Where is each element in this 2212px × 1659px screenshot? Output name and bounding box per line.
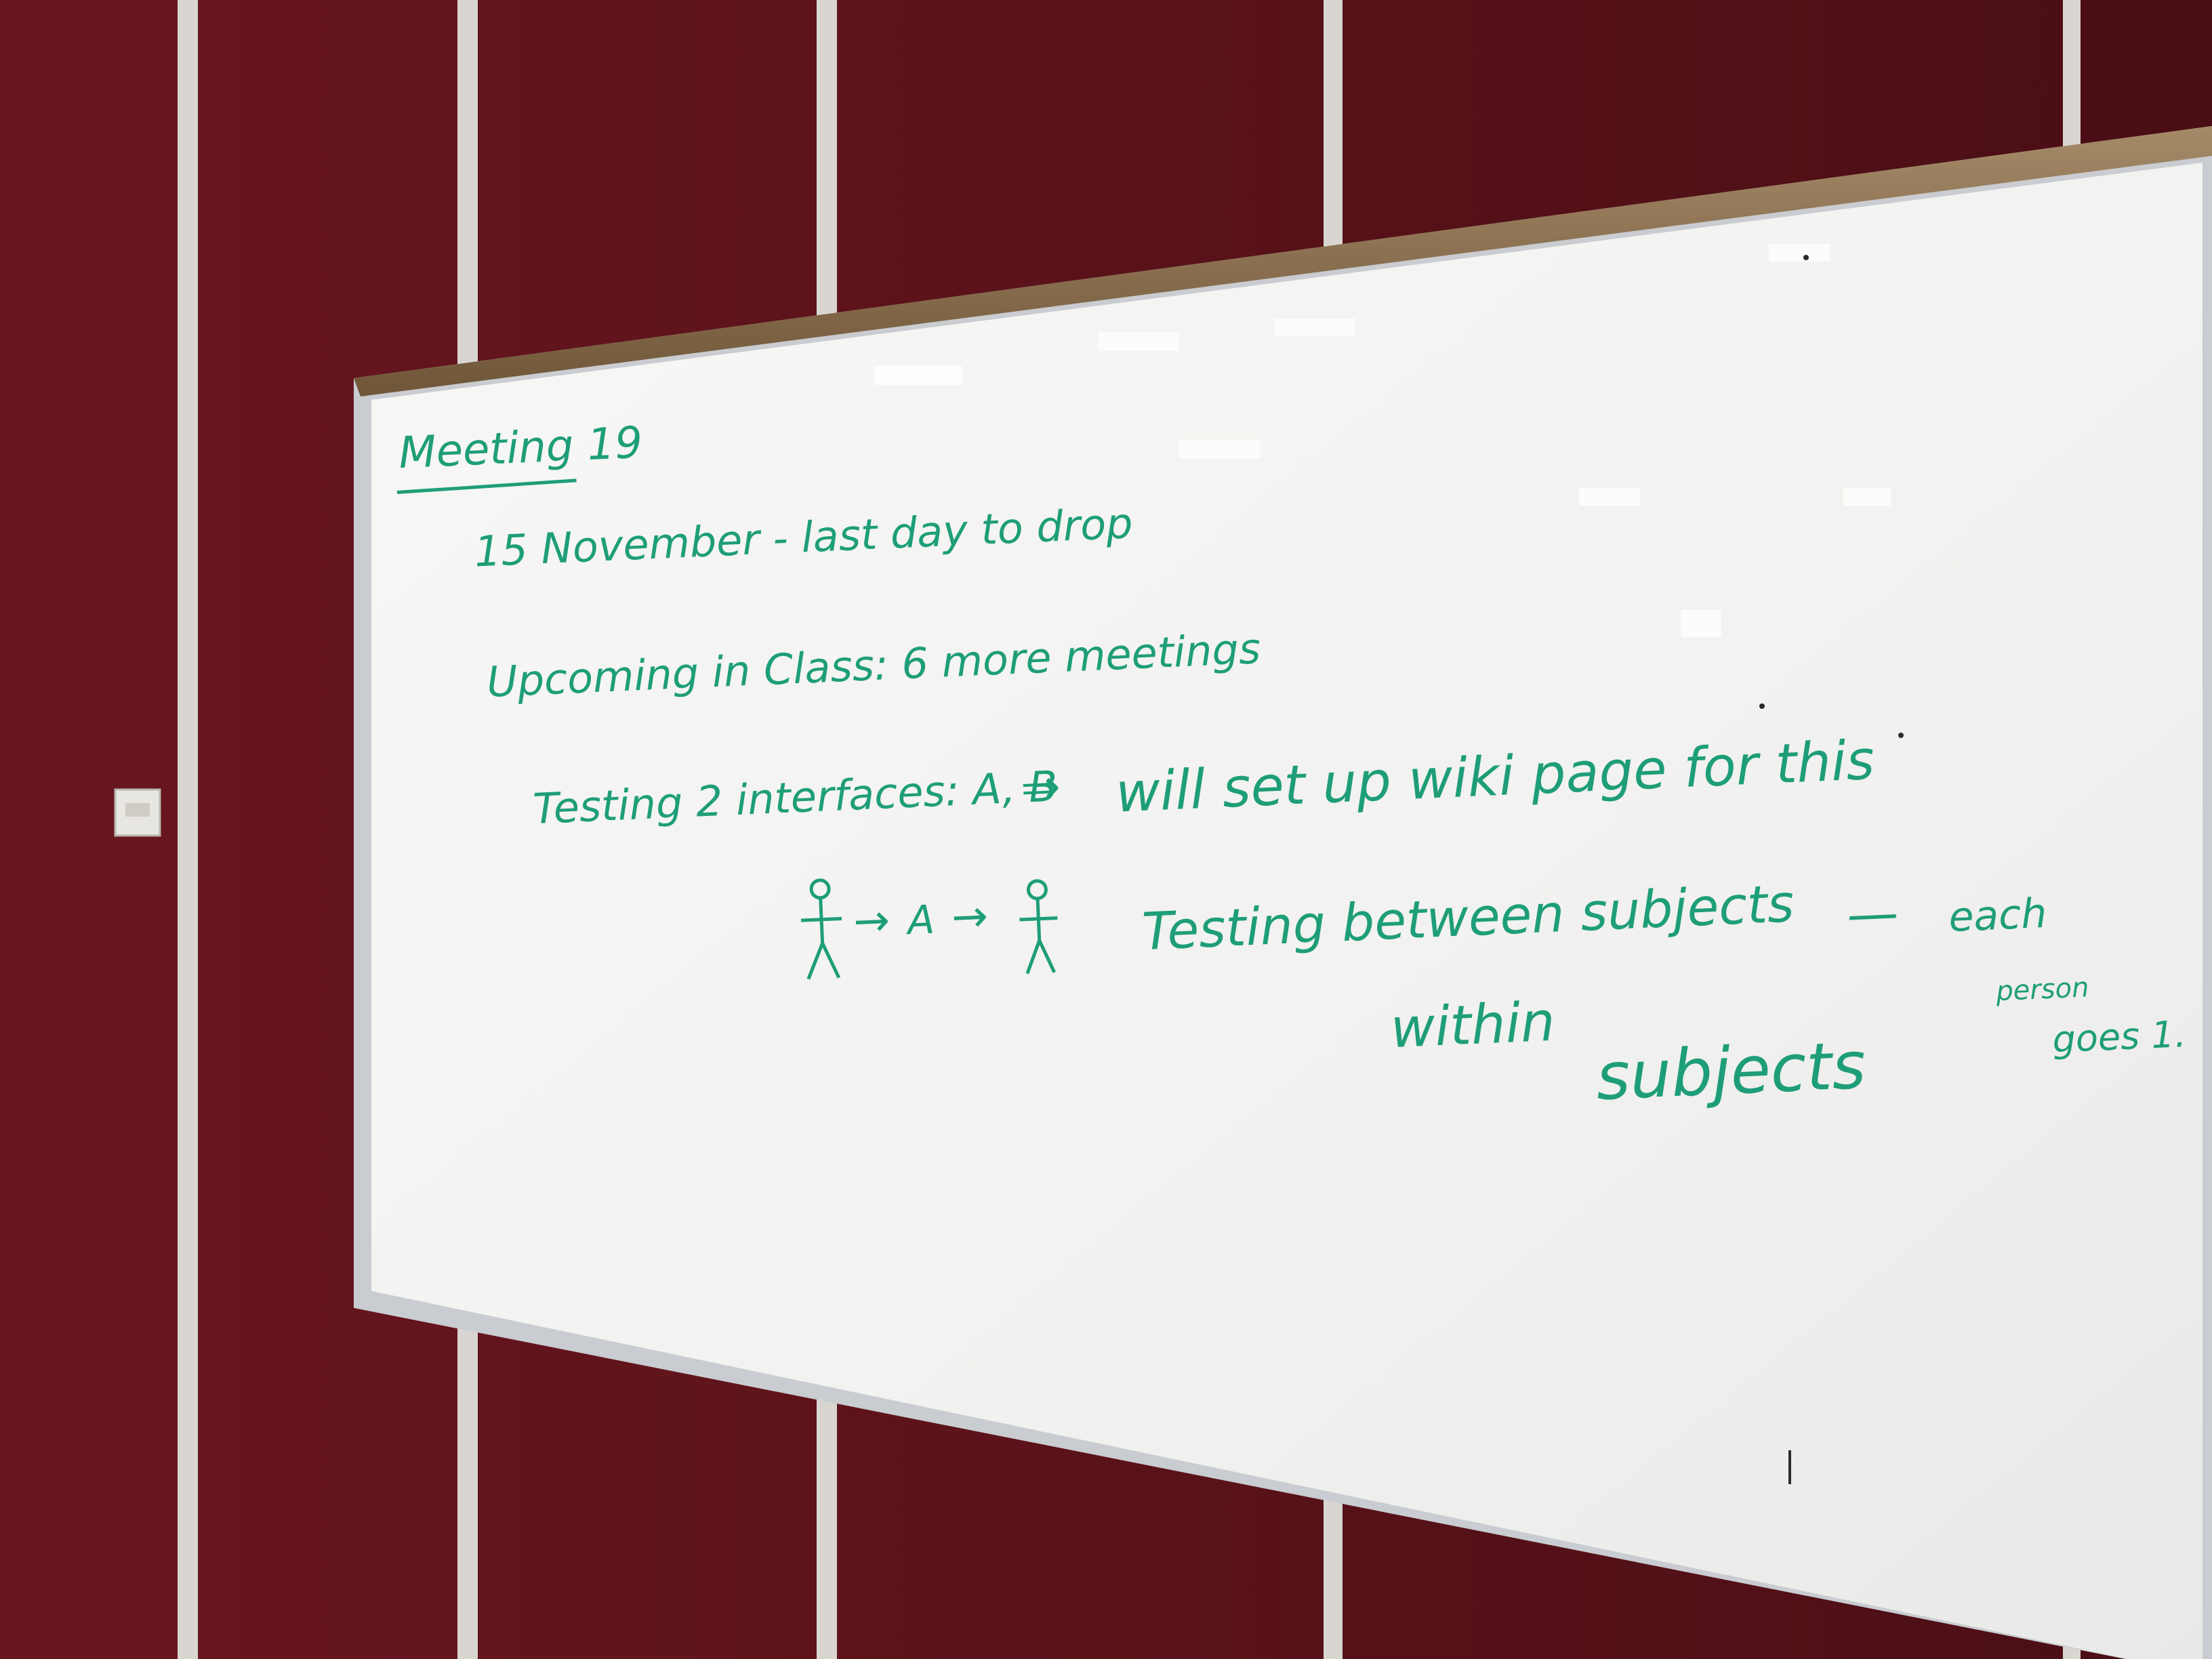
board-tray <box>354 126 2212 396</box>
flow-label-a: A <box>904 897 936 944</box>
each-person-note-3: goes 1. <box>2051 1012 2187 1061</box>
meeting-title: Meeting 19 <box>398 418 644 479</box>
marker-smudges <box>1759 255 1904 1484</box>
stick-figure-left <box>800 878 842 980</box>
light-reflections <box>874 244 1891 637</box>
flow-arrow-1: → <box>853 895 891 947</box>
stick-figure-right <box>1019 879 1058 975</box>
each-person-note-1: each <box>1948 890 2048 941</box>
implies-arrow: ⇒ <box>1019 758 1061 815</box>
within-subjects-line-2: subjects <box>1595 1027 1867 1115</box>
within-subjects-line-1: within <box>1389 990 1556 1060</box>
thermostat <box>114 788 161 837</box>
board-surface <box>371 163 2203 1659</box>
each-person-note-2: person <box>1994 972 2089 1007</box>
dash: — <box>1845 882 1900 944</box>
title-underline <box>396 478 577 494</box>
flow-arrow-2: → <box>951 891 989 943</box>
